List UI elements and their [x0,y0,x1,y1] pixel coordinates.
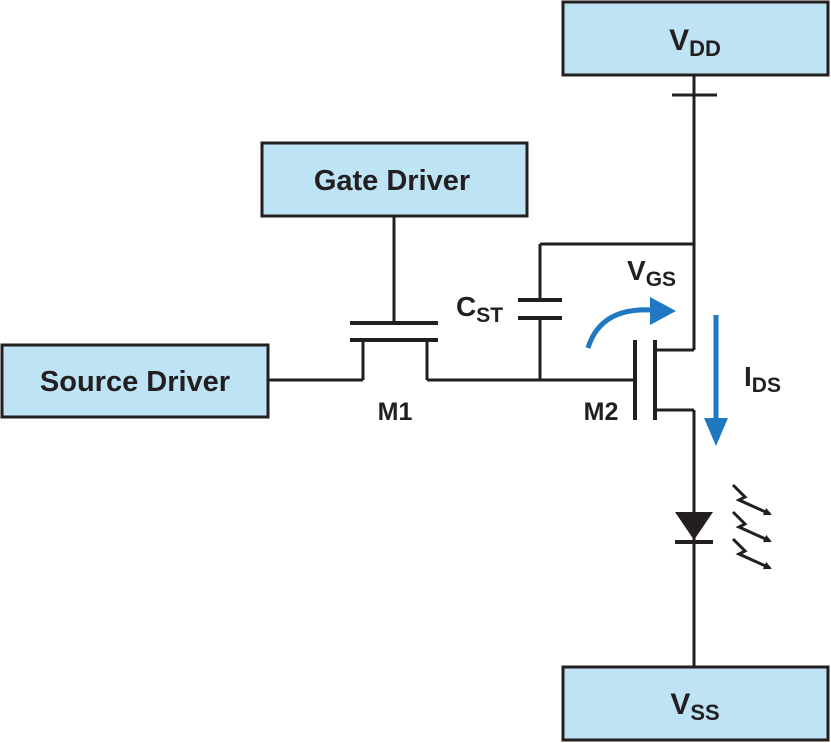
vgs-arrow [585,297,676,349]
vgs-label-main: V [627,255,646,286]
vgs-label-sub: GS [646,268,676,291]
ids-arrow [704,315,728,446]
svg-text:VGS: VGS [627,255,676,291]
vss-label-sub: SS [690,700,719,725]
gate-driver-label: Gate Driver [314,165,470,197]
oled-diode [675,512,713,544]
light-emission-arrows [731,483,772,570]
vdd-label-sub: DD [689,36,721,61]
storage-capacitor [518,242,694,380]
vss-block: VSS [561,665,830,742]
transistor-m1 [350,321,438,380]
vdd-block: VDD [561,0,830,77]
svg-text:VDD: VDD [669,24,721,61]
source-driver-block: Source Driver [0,343,270,419]
cst-label-sub: ST [476,304,503,327]
svg-text:IDS: IDS [744,361,781,397]
source-driver-label: Source Driver [40,366,230,398]
vss-label-main: V [670,688,690,721]
ids-label-sub: DS [752,374,781,397]
gate-driver-block: Gate Driver [260,141,529,218]
vdd-label-main: V [669,24,689,57]
m1-label: M1 [378,398,413,426]
transistor-m2 [633,340,694,420]
vdd-rail [672,75,717,350]
ids-label-main: I [744,361,752,392]
cst-label-main: C [456,291,476,322]
svg-text:VSS: VSS [670,688,719,725]
m2-label: M2 [584,398,619,426]
svg-text:CST: CST [456,291,503,327]
